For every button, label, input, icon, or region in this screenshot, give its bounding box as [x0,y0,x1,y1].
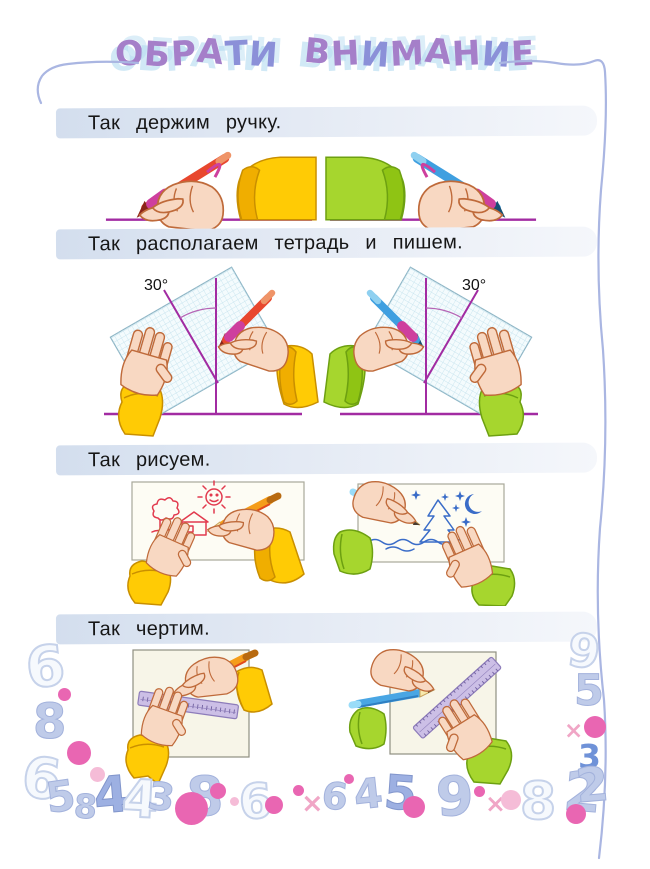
tilt-line [163,289,219,384]
decorative-number: 3 [145,773,178,821]
decorative-number: 4 [351,768,385,820]
illustration-drawing-right-hand [127,480,305,606]
angle-arc [179,307,217,319]
decorative-number: 2 [573,756,612,815]
green-cuff-left [332,529,374,575]
illustration-ruler-left-hand [348,646,513,785]
dot-decoration [293,785,304,796]
decorative-number: 9 [434,764,476,830]
angle-arc [425,307,463,319]
angle-label: 30° [462,277,486,294]
tilt-line [423,289,479,384]
dot-decoration [90,767,105,782]
dot-decoration [175,792,208,825]
decorative-number: 8 [519,772,557,832]
dot-decoration [265,796,283,814]
dot-decoration [584,716,606,738]
yellow-cuff-right [235,666,273,713]
illustration-hold-pen-right-hand [105,151,317,233]
illustration-notebook-right-hand: 30° [104,266,319,437]
green-sleeve [325,156,406,221]
dot-decoration [344,774,354,784]
illustration-drawing-left-hand [332,475,516,606]
decorative-number: 8 [32,694,67,750]
yellow-sleeve [236,156,317,221]
angle-label: 30° [144,277,168,294]
dot-decoration [501,790,521,810]
dot-decoration [403,796,425,818]
section-heading-ruler: Так чертим. [55,611,598,645]
dot-decoration [566,804,586,824]
page-title: ОБРАТИ ВНИМАНИЕ [113,30,537,76]
illustration-hold-pen-left-hand [325,151,537,233]
section-heading-notebook: Так располагаем тетрадь и пишем. [55,226,598,260]
heading-label: Так чертим. [87,617,210,641]
decorative-number: 5 [574,666,605,716]
dot-decoration [67,741,91,765]
dot-decoration [230,797,239,806]
heading-label: Так рисуем. [87,448,211,472]
dot-decoration [474,786,485,797]
yellow-cuff-left [125,734,170,786]
decorative-multiply-sign: × [301,788,324,819]
illustration-ruler-right-hand [125,649,273,786]
heading-label: Так располагаем тетрадь и пишем. [87,231,464,256]
illustration-notebook-left-hand: 30° [323,266,538,437]
red-pen [218,289,276,348]
heading-label: Так держим ручку. [87,111,282,135]
dot-decoration [58,688,71,701]
green-cuff-left [348,707,387,750]
section-heading-hold-pen: Так держим ручку. [55,105,598,139]
section-heading-draw: Так рисуем. [55,442,598,476]
dot-decoration [210,783,226,799]
